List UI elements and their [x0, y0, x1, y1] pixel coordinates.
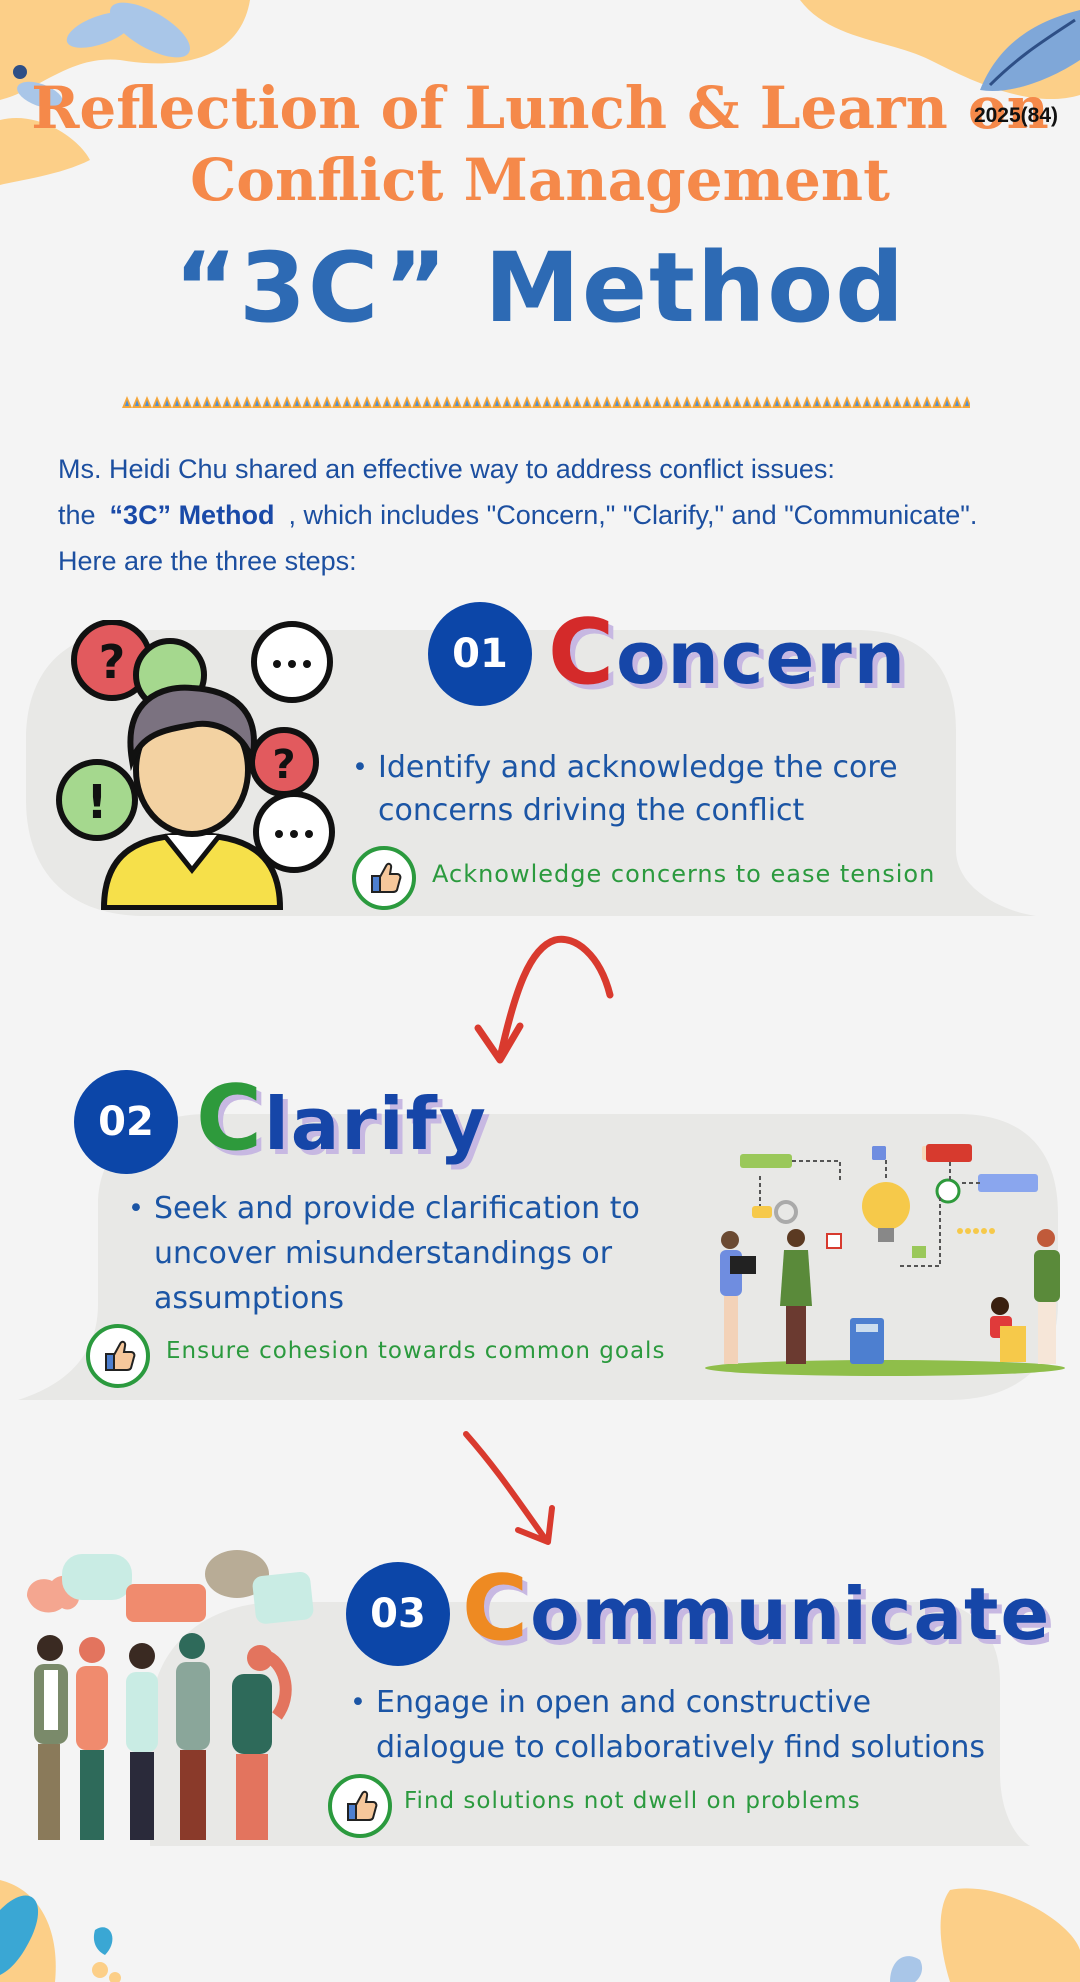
step2-bullet-line-3: assumptions — [154, 1281, 345, 1316]
step3-bullet: • Engage in open and constructive dialog… — [350, 1680, 985, 1770]
step2-bullet-line-1: Seek and provide clarification to — [154, 1191, 640, 1226]
step2-number-badge: 02 — [74, 1070, 178, 1174]
decor-bottom-left-leaves — [0, 1880, 121, 1982]
page-title: Reflection of Lunch & Learn on Conflict … — [0, 72, 1080, 216]
step2-title-rest: larify — [264, 1082, 488, 1166]
intro-line-2-pre: the — [58, 500, 96, 530]
step1-bullet-line-2: concerns driving the conflict — [378, 793, 805, 828]
step3-title: Communicate — [462, 1556, 1051, 1661]
title-line-2: Conflict Management — [190, 146, 890, 214]
concern-person-illustration: ? ? ! — [56, 620, 335, 910]
bullet-dot: • — [352, 752, 368, 783]
step3-title-first-letter: C — [462, 1556, 531, 1661]
step2-title: Clarify — [196, 1066, 488, 1171]
step3-title-rest: ommunicate — [530, 1572, 1052, 1656]
svg-text:?: ? — [99, 635, 126, 689]
step3-tip: Find solutions not dwell on problems — [404, 1788, 861, 1814]
decorative-divider — [122, 392, 970, 408]
step3-bullet-line-2: dialogue to collaboratively find solutio… — [376, 1730, 986, 1765]
issue-number: 2025(84) — [973, 104, 1058, 127]
intro-line-1: Ms. Heidi Chu shared an effective way to… — [58, 454, 835, 484]
communicate-group-illustration — [27, 1550, 314, 1840]
step2-bullet-line-2: uncover misunderstandings or — [154, 1236, 613, 1271]
svg-text:?: ? — [272, 742, 295, 788]
decor-bottom-right-leaves — [890, 1888, 1080, 1982]
step1-title: Concern — [548, 600, 907, 705]
step2-tip: Ensure cohesion towards common goals — [166, 1338, 666, 1364]
step1-title-first-letter: C — [548, 600, 617, 705]
step1-title-rest: oncern — [616, 616, 908, 700]
step2-title-first-letter: C — [196, 1066, 265, 1171]
title-line-1: Reflection of Lunch & Learn on — [31, 74, 1049, 142]
bullet-dot: • — [128, 1193, 144, 1224]
thumbs-up-icon — [352, 846, 416, 910]
step3-bullet-line-1: Engage in open and constructive — [376, 1685, 872, 1720]
step1-bullet: • Identify and acknowledge the core conc… — [352, 746, 898, 832]
thumbs-up-icon — [328, 1774, 392, 1838]
method-title: “3C” Method — [174, 232, 906, 344]
step1-bullet-line-1: Identify and acknowledge the core — [378, 750, 898, 785]
decor-top-right-leaves — [800, 0, 1080, 100]
intro-line-2: the “3C” Method , which includes "Concern,… — [58, 492, 1038, 538]
decor-top-left-leaves — [0, 0, 250, 185]
svg-text:!: ! — [87, 775, 108, 829]
thumbs-up-icon — [86, 1324, 150, 1388]
clarify-team-illustration — [705, 1144, 1065, 1376]
arrow-down-icon — [474, 935, 614, 1064]
intro-line-3: Here are the three steps: — [58, 546, 357, 576]
bullet-dot: • — [350, 1687, 366, 1718]
step3-number-badge: 03 — [346, 1562, 450, 1666]
intro-paragraph: Ms. Heidi Chu shared an effective way to… — [58, 446, 1038, 584]
arrow-down-icon — [463, 1431, 555, 1545]
intro-line-2-post: , which includes "Concern," "Clarify," a… — [288, 500, 978, 530]
step1-tip: Acknowledge concerns to ease tension — [432, 860, 936, 888]
step2-bullet: • Seek and provide clarification to unco… — [128, 1186, 640, 1321]
step1-number-badge: 01 — [428, 602, 532, 706]
intro-method-name: “3C” Method — [109, 500, 275, 530]
